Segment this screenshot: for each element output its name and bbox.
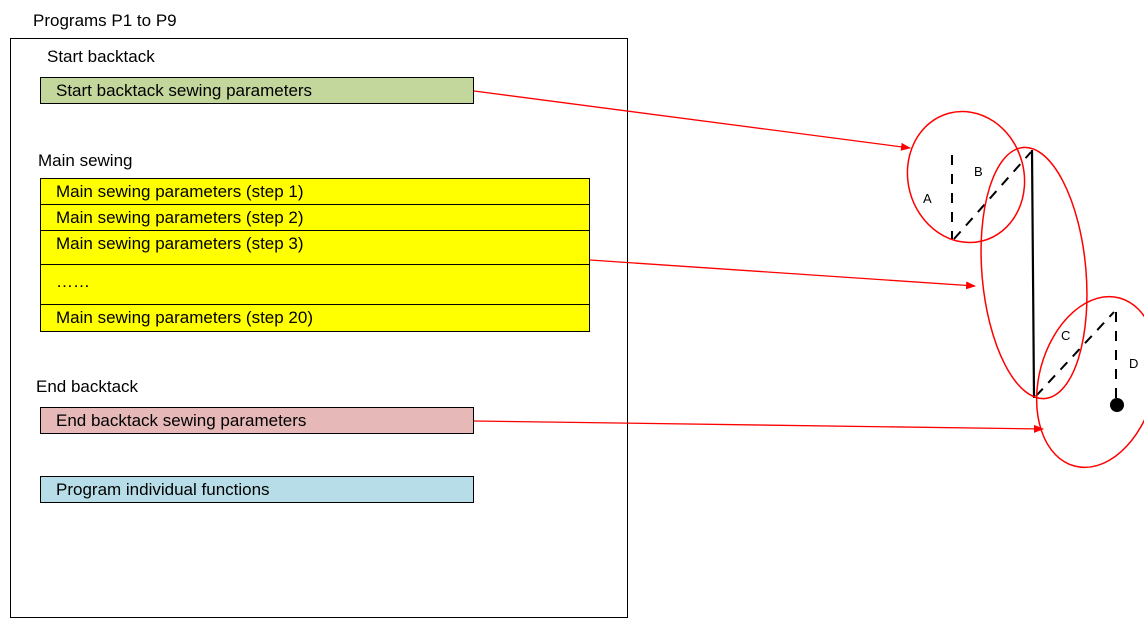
end-backtack-params-box[interactable]: End backtack sewing parameters xyxy=(40,407,474,434)
main-sewing-ellipsis: …… xyxy=(40,265,590,305)
highlight-circles xyxy=(906,110,1144,469)
end-backtack-heading: End backtack xyxy=(36,377,139,396)
connector-arrows xyxy=(473,90,1044,433)
stitch-end-diagonal xyxy=(1035,311,1115,397)
start-backtack-params-box[interactable]: Start backtack sewing parameters xyxy=(40,77,474,104)
label-a: A xyxy=(923,191,932,206)
end-backtack-circle xyxy=(1035,295,1144,469)
label-d: D xyxy=(1129,356,1138,371)
main-sewing-step-20[interactable]: Main sewing parameters (step 20) xyxy=(40,305,590,332)
main-sewing-step-2[interactable]: Main sewing parameters (step 2) xyxy=(40,205,590,231)
main-sewing-heading: Main sewing xyxy=(38,151,133,170)
start-backtack-arrow xyxy=(473,90,911,151)
label-c: C xyxy=(1061,328,1070,343)
stitch-end-dot xyxy=(1110,398,1124,412)
program-functions-box[interactable]: Program individual functions xyxy=(40,476,474,503)
stitch-path xyxy=(951,149,1124,412)
stitch-start-diagonal xyxy=(953,151,1032,240)
main-sewing-arrow xyxy=(589,259,976,290)
end-backtack-arrow xyxy=(473,420,1044,433)
label-b: B xyxy=(974,164,983,179)
stitch-main-seam xyxy=(1030,149,1036,399)
main-sewing-step-3[interactable]: Main sewing parameters (step 3) xyxy=(40,231,590,265)
main-sewing-step-1[interactable]: Main sewing parameters (step 1) xyxy=(40,178,590,205)
start-backtack-heading: Start backtack xyxy=(47,47,155,66)
start-backtack-circle xyxy=(906,110,1026,244)
main-sewing-circle xyxy=(980,146,1088,400)
stitch-labels: A B C D xyxy=(923,164,1138,371)
programs-title: Programs P1 to P9 xyxy=(33,11,177,30)
